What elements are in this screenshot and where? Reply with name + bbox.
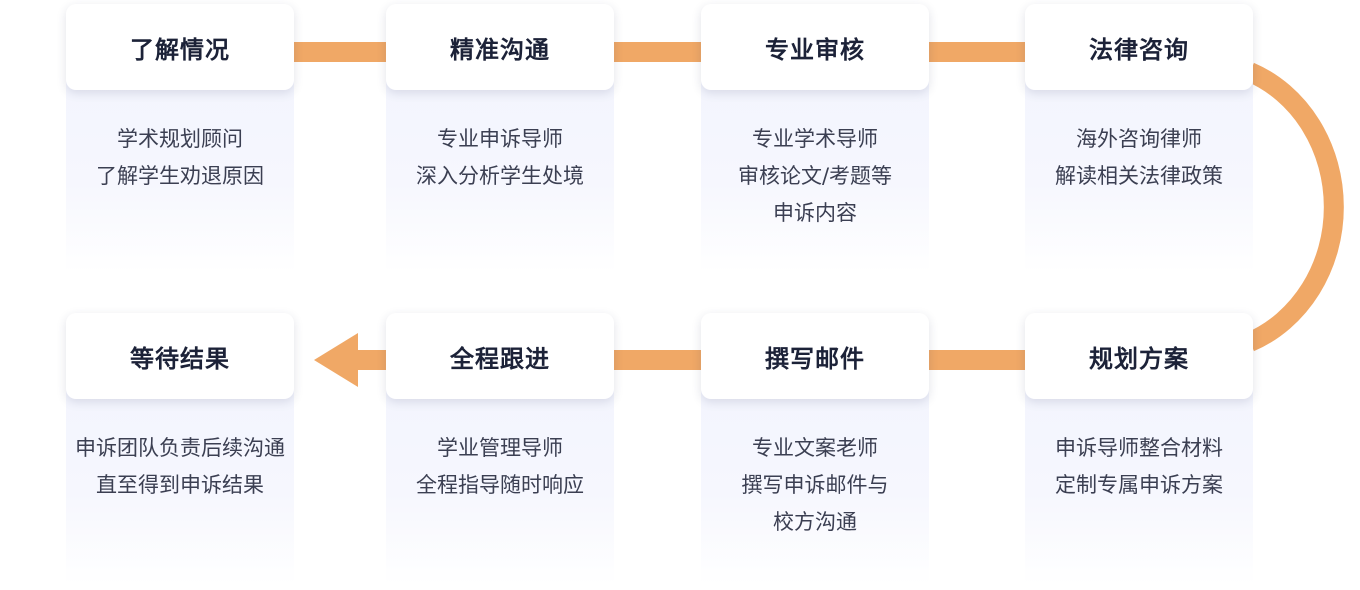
connector-6-7 (613, 350, 701, 370)
loop-arrow-curve (1245, 62, 1344, 352)
connector-5-6 (928, 350, 1025, 370)
step-description: 海外咨询律师 解读相关法律政策 (1025, 121, 1253, 195)
step-desc-line: 专业申诉导师 (437, 127, 563, 151)
step-title: 精准沟通 (450, 35, 550, 64)
step-desc-line: 撰写申诉邮件与 (741, 473, 889, 497)
arrow-head-icon (314, 333, 358, 387)
step-desc-line: 申诉团队负责后续沟通 (75, 436, 285, 460)
step-description: 申诉团队负责后续沟通 直至得到申诉结果 (66, 430, 294, 504)
step-title: 全程跟进 (450, 344, 550, 373)
step-desc-line: 学术规划顾问 (117, 127, 243, 151)
step-title: 规划方案 (1089, 344, 1189, 373)
step-desc-line: 专业学术导师 (752, 127, 878, 151)
step-desc-line: 解读相关法律政策 (1055, 164, 1223, 188)
step-title: 撰写邮件 (765, 344, 865, 373)
connector-1-2 (294, 42, 386, 62)
step-card-review: 专业审核 (701, 4, 929, 90)
connector-7-8 (356, 350, 386, 370)
step-desc-line: 了解学生劝退原因 (96, 164, 264, 188)
step-card-result: 等待结果 (66, 313, 294, 399)
step-desc-line: 海外咨询律师 (1076, 127, 1202, 151)
step-title: 等待结果 (130, 344, 230, 373)
step-description: 申诉导师整合材料 定制专属申诉方案 (1025, 430, 1253, 504)
step-description: 专业申诉导师 深入分析学生处境 (386, 121, 614, 195)
step-desc-line: 学业管理导师 (437, 436, 563, 460)
step-description: 学业管理导师 全程指导随时响应 (386, 430, 614, 504)
connector-2-3 (613, 42, 701, 62)
step-desc-line: 审核论文/考题等 (737, 164, 893, 188)
step-title: 法律咨询 (1089, 35, 1189, 64)
step-desc-line: 直至得到申诉结果 (96, 473, 264, 497)
step-card-follow-up: 全程跟进 (386, 313, 614, 399)
step-title: 了解情况 (130, 35, 230, 64)
step-description: 专业文案老师 撰写申诉邮件与 校方沟通 (701, 430, 929, 541)
step-description: 学术规划顾问 了解学生劝退原因 (66, 121, 294, 195)
step-desc-line: 定制专属申诉方案 (1055, 473, 1223, 497)
step-desc-line: 专业文案老师 (752, 436, 878, 460)
step-description: 专业学术导师 审核论文/考题等 申诉内容 (701, 121, 929, 232)
step-card-understand: 了解情况 (66, 4, 294, 90)
step-desc-line: 校方沟通 (773, 510, 857, 534)
connector-3-4 (928, 42, 1025, 62)
step-card-email: 撰写邮件 (701, 313, 929, 399)
step-card-plan: 规划方案 (1025, 313, 1253, 399)
step-desc-line: 深入分析学生处境 (416, 164, 584, 188)
step-desc-line: 申诉导师整合材料 (1055, 436, 1223, 460)
step-card-communicate: 精准沟通 (386, 4, 614, 90)
step-title: 专业审核 (765, 35, 865, 64)
step-desc-line: 全程指导随时响应 (416, 473, 584, 497)
step-card-legal: 法律咨询 (1025, 4, 1253, 90)
step-desc-line: 申诉内容 (773, 201, 857, 225)
